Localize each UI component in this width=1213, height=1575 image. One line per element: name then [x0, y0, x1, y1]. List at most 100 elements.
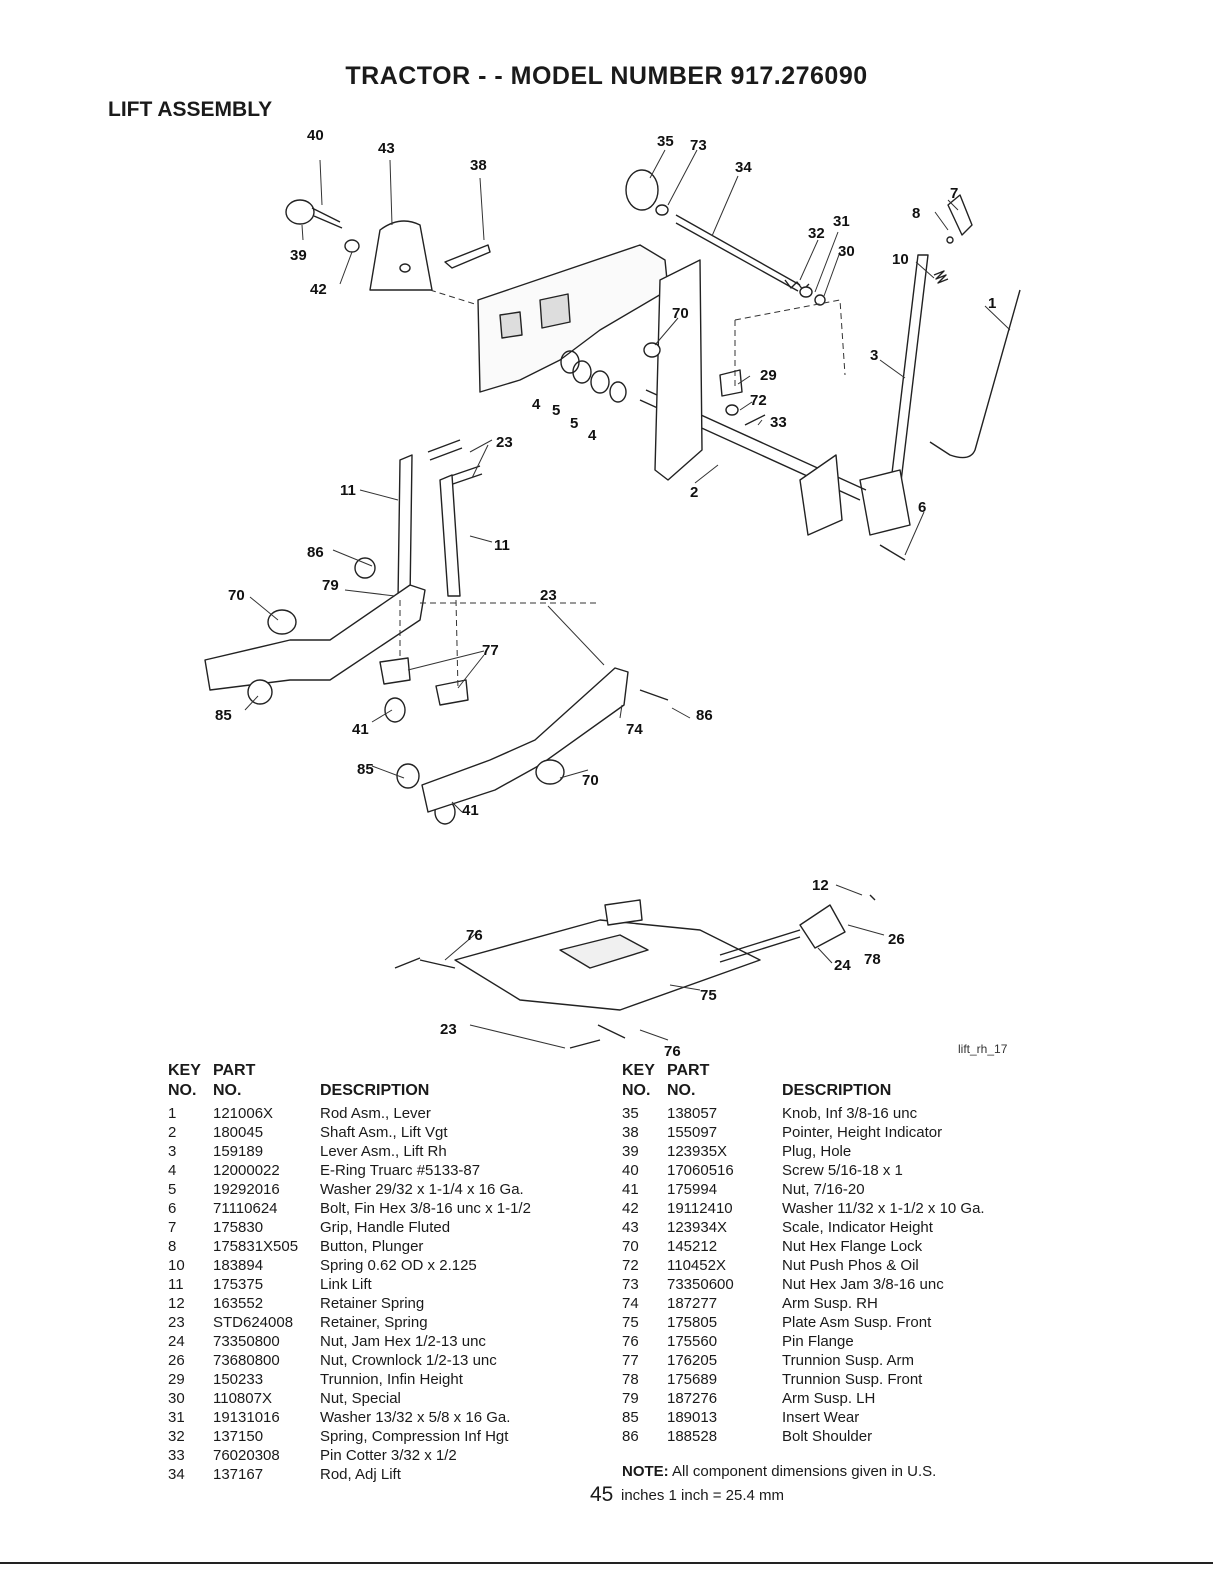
header-key-no: NO.	[622, 1082, 651, 1099]
key-no: 70	[622, 1238, 639, 1255]
description: Nut Push Phos & Oil	[782, 1257, 919, 1274]
callout-2: 2	[690, 484, 698, 501]
description: Nut Hex Jam 3/8-16 unc	[782, 1276, 944, 1293]
part-no: 137167	[213, 1466, 264, 1483]
description: Spring 0.62 OD x 2.125	[320, 1257, 477, 1274]
description: Nut, Crownlock 1/2-13 unc	[320, 1352, 497, 1369]
part-no: 175994	[667, 1181, 718, 1198]
part-no: 19131016	[213, 1409, 280, 1426]
key-no: 31	[168, 1409, 185, 1426]
arm-susp-rh	[421, 667, 629, 813]
key-no: 26	[168, 1352, 185, 1369]
page-number: 45	[590, 1483, 614, 1506]
key-no: 29	[168, 1371, 185, 1388]
bottom-rule	[0, 1562, 1213, 1564]
header-key-no: NO.	[168, 1082, 197, 1099]
callout-41: 41	[352, 721, 369, 738]
description: Trunnion Susp. Front	[782, 1371, 923, 1388]
callout-70: 70	[582, 772, 599, 789]
key-no: 75	[622, 1314, 639, 1331]
part-no: 175560	[667, 1333, 718, 1350]
key-no: 79	[622, 1390, 639, 1407]
callout-86: 86	[307, 544, 324, 561]
callout-85: 85	[357, 761, 374, 778]
callout-74: 74	[626, 721, 643, 738]
callout-26: 26	[888, 931, 905, 948]
section-title: LIFT ASSEMBLY	[108, 98, 273, 121]
key-no: 74	[622, 1295, 639, 1312]
part-no: 19112410	[667, 1200, 733, 1217]
part-no: 123934X	[667, 1219, 728, 1236]
key-no: 12	[168, 1295, 185, 1312]
lever-rod	[929, 289, 1021, 459]
part-no: 187276	[667, 1390, 718, 1407]
callout-1: 1	[988, 295, 996, 312]
part-no: 19292016	[213, 1181, 280, 1198]
key-no: 73	[622, 1276, 639, 1293]
handle-grip	[947, 194, 973, 236]
part-no: 175689	[667, 1371, 718, 1388]
key-no: 5	[168, 1181, 177, 1198]
key-no: 41	[622, 1181, 639, 1198]
file-code: lift_rh_17	[958, 1042, 1008, 1056]
description: Rod Asm., Lever	[320, 1105, 431, 1122]
page-title: TRACTOR - - MODEL NUMBER 917.276090	[345, 62, 868, 90]
height-pointer	[444, 244, 491, 269]
callout-7: 7	[950, 185, 958, 202]
callout-35: 35	[657, 133, 674, 150]
part-no: 188528	[667, 1428, 718, 1445]
part-no: 17060516	[667, 1162, 734, 1179]
header-part: PART	[213, 1062, 256, 1079]
lift-lever	[889, 254, 929, 491]
description: Plug, Hole	[782, 1143, 852, 1160]
inch-conversion: inches 1 inch = 25.4 mm	[621, 1487, 785, 1504]
callout-10: 10	[892, 251, 909, 268]
header-part-no: NO.	[213, 1082, 242, 1099]
trunnion	[719, 369, 743, 397]
part-no: 175805	[667, 1314, 718, 1331]
description: Link Lift	[320, 1276, 372, 1293]
key-no: 76	[622, 1333, 639, 1350]
description: Shaft Asm., Lift Vgt	[320, 1124, 448, 1141]
description: Insert Wear	[782, 1409, 860, 1426]
key-no: 40	[622, 1162, 639, 1179]
key-no: 39	[622, 1143, 639, 1160]
part-no: 155097	[667, 1124, 718, 1141]
link-lift-left	[397, 454, 413, 601]
part-no: 145212	[667, 1238, 718, 1255]
part-no: 123935X	[667, 1143, 728, 1160]
callout-30: 30	[838, 243, 855, 260]
key-no: 8	[168, 1238, 177, 1255]
part-no: 76020308	[213, 1447, 280, 1464]
callout-11: 11	[494, 537, 510, 554]
callout-24: 24	[834, 957, 851, 974]
callout-70: 70	[672, 305, 689, 322]
description: Arm Susp. LH	[782, 1390, 876, 1407]
note-text: All component dimensions given in U.S.	[672, 1463, 937, 1480]
knob	[625, 169, 659, 211]
callout-4: 4	[588, 427, 597, 444]
part-no: 138057	[667, 1105, 718, 1122]
header-part-no: NO.	[667, 1082, 696, 1099]
plunger-spring	[933, 270, 949, 284]
link-lift-right	[439, 474, 461, 597]
key-no: 10	[168, 1257, 185, 1274]
part-no: 189013	[667, 1409, 718, 1426]
description: Retainer Spring	[320, 1295, 425, 1312]
key-no: 23	[168, 1314, 185, 1331]
description: Pin Flange	[782, 1333, 854, 1350]
description: Bolt Shoulder	[782, 1428, 873, 1445]
part-no: 183894	[213, 1257, 264, 1274]
callout-77: 77	[482, 642, 499, 659]
part-no: 187277	[667, 1295, 718, 1312]
key-no: 35	[622, 1105, 639, 1122]
part-no: 12000022	[213, 1162, 280, 1179]
description: Screw 5/16-18 x 1	[782, 1162, 903, 1179]
key-no: 72	[622, 1257, 639, 1274]
description: Pin Cotter 3/32 x 1/2	[320, 1447, 457, 1464]
description: Nut, Special	[320, 1390, 401, 1407]
part-no: 159189	[213, 1143, 264, 1160]
description: Bolt, Fin Hex 3/8-16 unc x 1-1/2	[320, 1200, 531, 1217]
description: Arm Susp. RH	[782, 1295, 878, 1312]
callout-76: 76	[664, 1043, 681, 1060]
